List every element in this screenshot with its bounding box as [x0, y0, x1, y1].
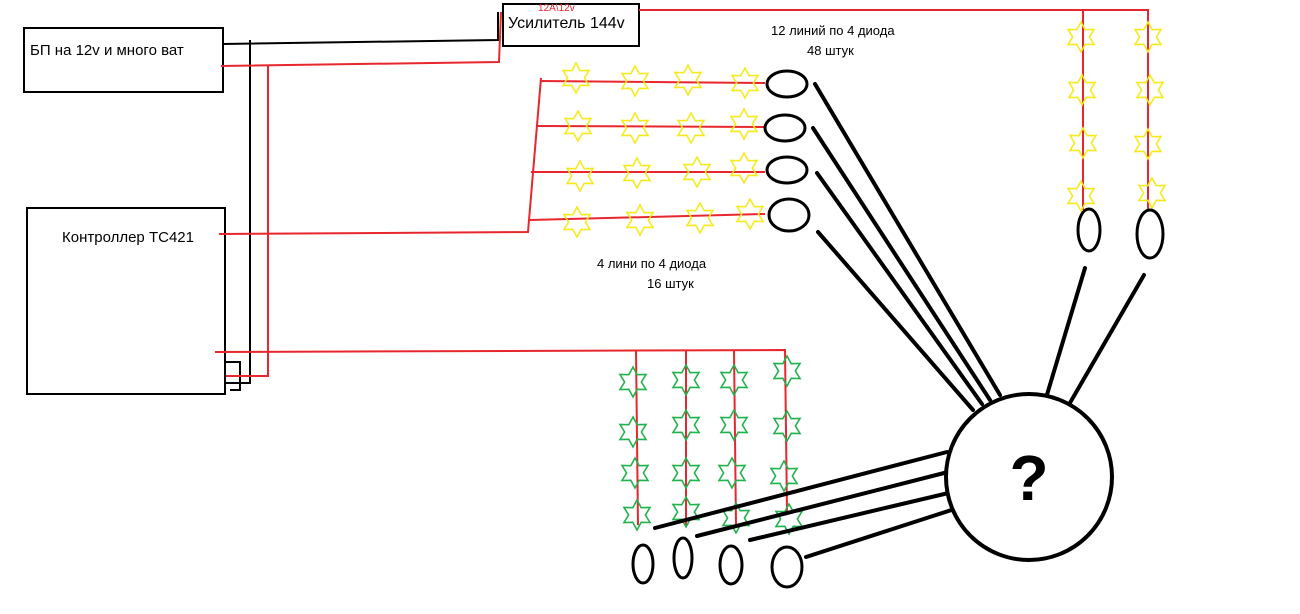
- amplifier-box: [502, 3, 640, 47]
- device-cables: [653, 82, 1146, 559]
- connector-right-1: [1076, 207, 1102, 253]
- power-supply-label: БП на 12v и много ват: [30, 42, 184, 59]
- amplifier-rating-label: 12A\12v: [538, 3, 575, 14]
- controller-label: Контроллер ТС421: [62, 229, 194, 246]
- left-group-label-2: 16 штук: [647, 276, 694, 291]
- connector-yellow-3: [765, 155, 809, 185]
- connector-green-4: [770, 545, 804, 589]
- amplifier-label: Усилитель 144v: [508, 15, 625, 32]
- top-group-label-2: 48 штук: [807, 43, 854, 58]
- connector-green-2: [672, 536, 694, 580]
- question-mark: ?: [1009, 442, 1048, 514]
- connector-yellow-1: [765, 69, 809, 99]
- power-supply-box: [23, 27, 224, 93]
- connector-green-3: [718, 544, 744, 586]
- connector-yellow-2: [763, 113, 807, 143]
- connector-yellow-4: [767, 197, 811, 233]
- top-group-label-1: 12 линий по 4 диода: [771, 23, 895, 38]
- black-wires: [222, 12, 499, 391]
- controller-box: [26, 207, 226, 395]
- green-led-grid: [619, 355, 803, 535]
- left-group-label-1: 4 лини по 4 диода: [597, 256, 707, 271]
- unknown-device-circle: [944, 392, 1114, 562]
- yellow-led-grid-left: [562, 62, 764, 238]
- connectors: [631, 69, 1165, 589]
- connector-green-1: [631, 543, 655, 585]
- connector-right-2: [1135, 208, 1165, 260]
